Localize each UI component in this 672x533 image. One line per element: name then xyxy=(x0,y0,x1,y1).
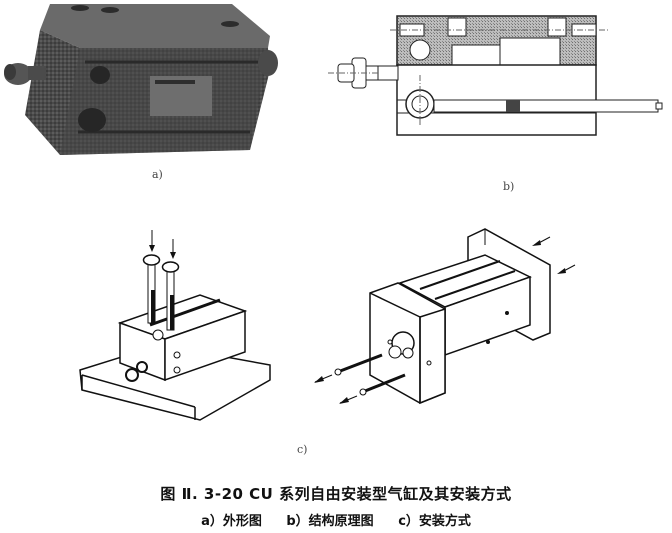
caption-subtitle-c: c）安装方式 xyxy=(398,514,471,529)
cylinder-photo-illustration xyxy=(4,4,278,155)
figure-caption-subtitles: a）外形图 b）结构原理图 c）安装方式 xyxy=(0,510,672,529)
caption-subtitle-a: a）外形图 xyxy=(201,514,262,529)
panel-a-photo xyxy=(0,0,300,160)
panel-c-end-plate-mount-illustration xyxy=(300,225,590,415)
panel-a-label: a) xyxy=(152,168,163,181)
top-bolt-mount-drawing xyxy=(79,230,271,421)
panel-b-label: b) xyxy=(503,180,515,193)
panel-b-section-drawing xyxy=(320,0,672,170)
figure-caption-title: 图 Ⅱ. 3-20 CU 系列自由安装型气缸及其安装方式 xyxy=(160,485,512,503)
cylinder-section-drawing xyxy=(328,15,663,136)
panel-c-label: c) xyxy=(297,443,308,456)
caption-subtitle-b: b）结构原理图 xyxy=(286,514,374,529)
through-bolt-mount-drawing xyxy=(314,228,576,405)
panel-c-top-mount-illustration xyxy=(70,215,280,425)
